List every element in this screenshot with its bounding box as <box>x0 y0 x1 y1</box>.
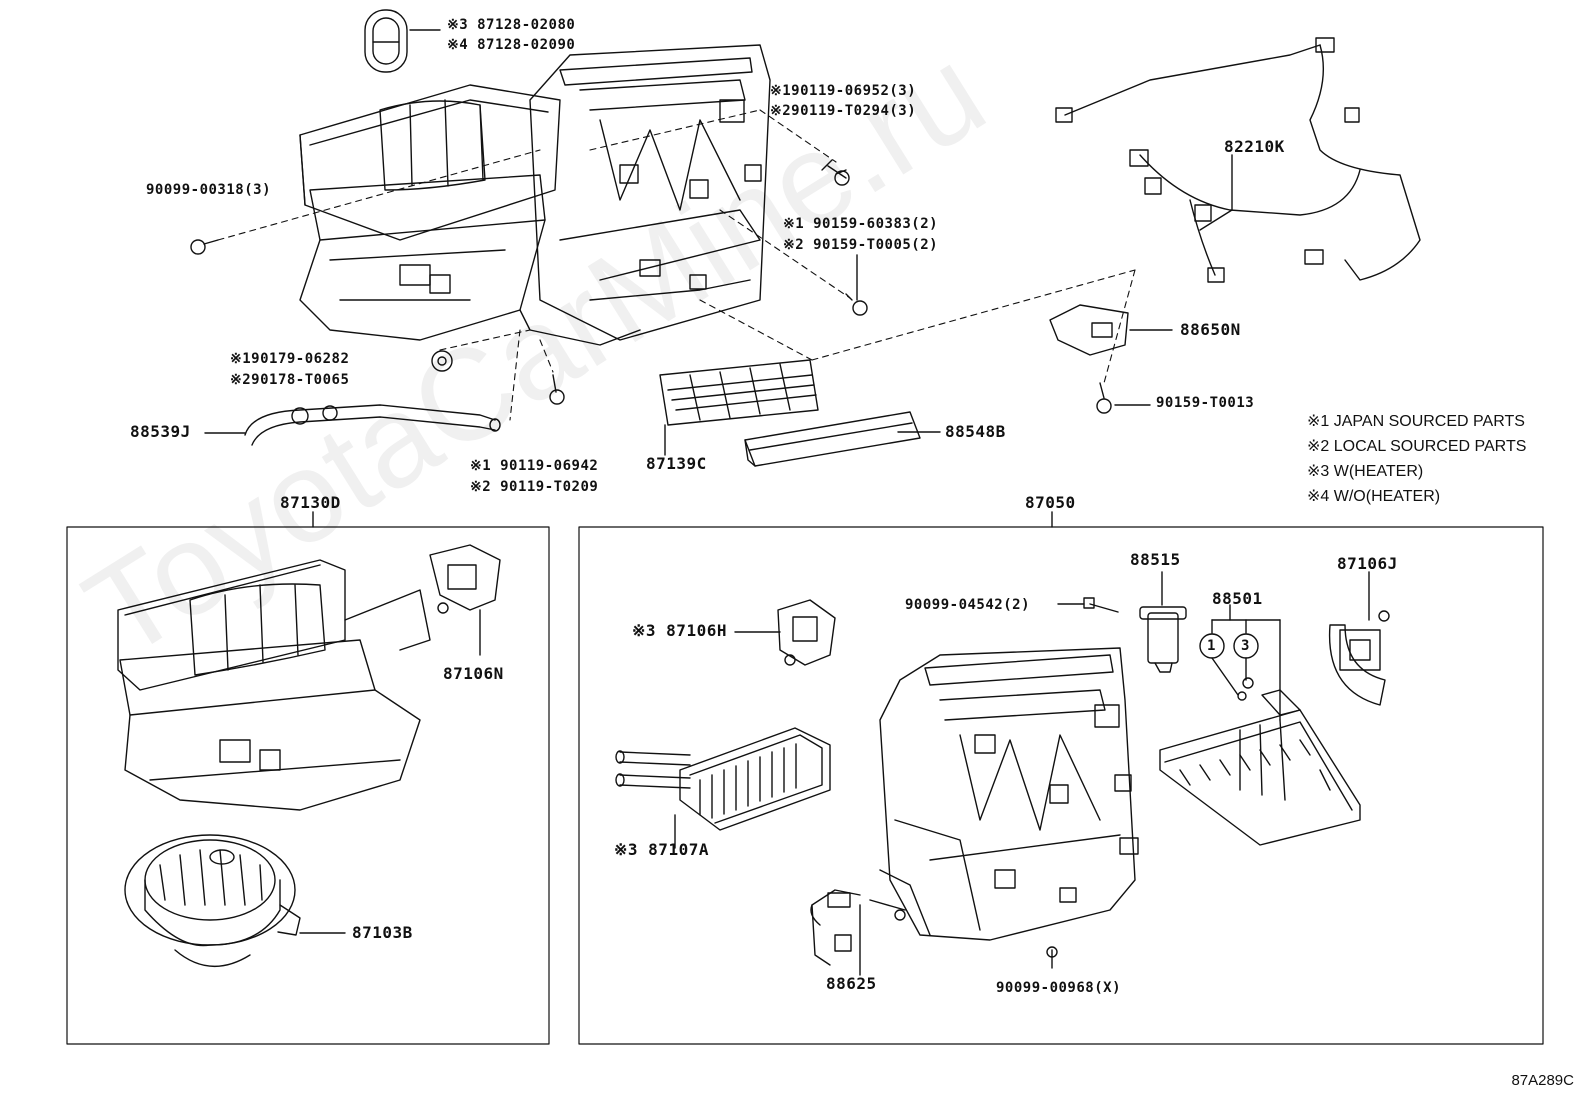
blower-motor-label: 87103B <box>352 923 413 942</box>
grommet-label-b: ※4 87128-02090 <box>447 37 576 53</box>
clamp-label-b: ※290178-T0065 <box>230 372 350 388</box>
servo-h-label: ※3 87106H <box>632 621 727 640</box>
hvac-case-icon <box>870 648 1138 940</box>
note-local-sourced: ※2 LOCAL SOURCED PARTS <box>1307 438 1527 455</box>
screw-icon <box>1097 383 1111 413</box>
blower-motor-fan-icon <box>125 835 300 966</box>
evaporator-icon <box>1160 690 1360 845</box>
note-without-heater: ※4 W/O(HEATER) <box>1307 488 1441 505</box>
oring-icon <box>1243 678 1253 688</box>
screw-icon <box>822 160 849 185</box>
clamp-icon <box>432 351 452 371</box>
screw-valve-label: 90099-04542(2) <box>905 597 1031 613</box>
unit-assy-label: 87050 <box>1025 493 1076 512</box>
servo-motor-icon <box>1330 611 1389 705</box>
screw-left-label: 90099-00318(3) <box>146 182 272 198</box>
figure-id: 87A289C <box>1511 1072 1574 1089</box>
filter-cover-label: 88548B <box>945 422 1006 441</box>
filter-cover-icon <box>745 412 920 466</box>
clamp-label-a: ※190179-06282 <box>230 351 350 367</box>
expansion-valve-icon <box>1140 607 1186 672</box>
screw-mid-label-b: ※2 90159-T0005(2) <box>783 237 939 253</box>
servo-motor-icon <box>430 545 500 613</box>
screw-bottom-label-a: ※1 90119-06942 <box>470 458 599 474</box>
screw-top-label-a: ※190119-06952(3) <box>770 83 917 99</box>
oring-1-label: 1 <box>1207 638 1216 654</box>
ambient-sensor-icon <box>1050 305 1128 355</box>
screw-icon <box>550 375 564 404</box>
thermistor-icon <box>811 890 860 965</box>
sensor-label: 88650N <box>1180 320 1241 339</box>
grommet-label-a: ※3 87128-02080 <box>447 17 576 33</box>
thermistor-label: 88625 <box>826 974 877 993</box>
filter-label: 87139C <box>646 454 707 473</box>
heater-core-label: ※3 87107A <box>614 840 709 859</box>
screw-sensor-label: 90159-T0013 <box>1156 395 1255 411</box>
drain-hose-label: 88539J <box>130 422 191 441</box>
blower-group-box <box>67 527 549 1044</box>
screw-top-label-b: ※290119-T0294(3) <box>770 103 917 119</box>
oring-icon <box>1238 692 1246 700</box>
heater-core-icon <box>616 728 830 830</box>
screw-bottom-label-b: ※2 90119-T0209 <box>470 479 599 495</box>
oring-label: 88501 <box>1212 589 1263 608</box>
drain-hose-icon <box>245 405 500 445</box>
oring-3-label: 3 <box>1241 638 1250 654</box>
wire-harness-icon <box>1056 38 1420 282</box>
servo-motor-icon <box>778 600 835 665</box>
screw-mid-label-a: ※1 90159-60383(2) <box>783 216 939 232</box>
screw-unit-label: 90099-00968(X) <box>996 980 1122 996</box>
unit-group-box <box>579 527 1543 1044</box>
heater-unit-assembly-icon <box>300 45 770 345</box>
blower-assy-label: 87130D <box>280 493 341 512</box>
servo-n-label: 87106N <box>443 664 504 683</box>
harness-label: 82210K <box>1224 137 1285 156</box>
note-japan-sourced: ※1 JAPAN SOURCED PARTS <box>1307 413 1525 430</box>
screw-icon <box>191 240 218 254</box>
servo-j-label: 87106J <box>1337 554 1398 573</box>
exp-valve-label: 88515 <box>1130 550 1181 569</box>
screw-icon <box>1047 947 1057 968</box>
air-filter-icon <box>660 360 818 425</box>
blower-unit-icon <box>118 560 430 810</box>
screw-icon <box>1084 598 1118 612</box>
note-with-heater: ※3 W(HEATER) <box>1307 463 1424 480</box>
grommet-icon <box>365 10 407 72</box>
